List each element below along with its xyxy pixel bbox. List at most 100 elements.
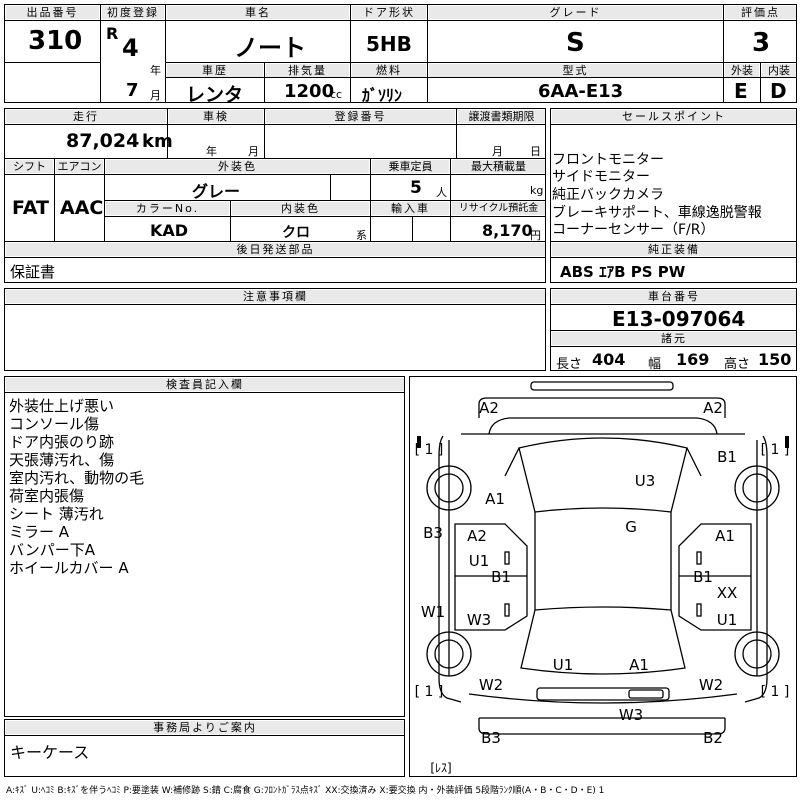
recycle-label: リサイクル預託金 [452,202,545,215]
insp-month-unit: 月 [248,145,259,158]
damage-mark: U3 [635,472,656,490]
damage-mark: U1 [553,656,574,674]
damage-mark: XX [717,584,738,602]
divider [4,174,546,175]
tire-mark: [ 1 ] [415,442,444,458]
int-color-label: 内装色 [232,202,369,215]
ext-color-label: 外装色 [106,160,369,173]
mileage-unit: km [142,131,173,152]
recycle-deposit: 8,170 [482,221,533,240]
capacity-unit: 人 [436,186,447,199]
divider [412,216,413,241]
damage-mark: A1 [485,490,505,508]
damage-mark: W3 [467,611,491,629]
divider [264,62,265,103]
equipment: ABS ｴｱB PS PW [560,263,686,281]
tire-mark: [ 1 ] [761,442,790,458]
displacement-label: 排気量 [266,64,349,77]
sales-point-label: セールスポイント [552,110,796,123]
divider [4,158,546,159]
ac-label: エアコン [56,160,103,173]
capacity: 5 [410,178,422,198]
divider [100,20,797,21]
divider [104,216,546,217]
divider [723,4,724,103]
height-label: 高さ [724,357,751,372]
sales-point-2: サイドモニター [552,169,650,185]
divider [427,4,428,103]
reg-month: 7 [126,80,139,101]
insp-year-unit: 年 [206,145,217,158]
divider [230,200,231,241]
inspector-line-4: 天張薄汚れ、傷 [9,451,115,469]
fuel-label: 燃料 [352,64,426,77]
damage-mark: B3 [423,524,443,542]
chassis-number: E13-097064 [612,307,746,331]
ext-label: 外装 [725,64,759,77]
divider [4,241,546,242]
grade-label: グレード [429,6,722,19]
year-unit: 年 [150,64,161,77]
divider [4,20,100,21]
divider [550,241,797,242]
divider [550,257,797,258]
displacement: 1200 [284,81,335,102]
divider [550,330,797,331]
int-grade: D [770,79,787,103]
damage-mark: U1 [469,552,490,570]
inspector-line-9: バンパー下A [9,541,96,559]
sales-point-1: フロントモニター [552,152,664,168]
divider [165,62,797,63]
import-label: 輸入車 [372,202,449,215]
recycle-unit: 円 [530,229,541,242]
divider [4,392,405,393]
car-diagram-block [409,376,797,777]
legend: A:ｷｽﾞ U:ﾍｺﾐ B:ｷｽﾞを伴うﾍｺﾐ P:要塗装 W:補修跡 S:錆 … [6,786,605,796]
length-label: 長さ [556,357,583,372]
divider [100,4,101,103]
mileage-label: 走行 [6,110,166,123]
sales-point-block [550,108,797,283]
divider [370,158,371,241]
divider [4,304,546,305]
damage-mark: W1 [421,603,445,621]
inspector-line-3: ドア内張のり跡 [9,433,115,451]
damage-mark: W2 [479,676,503,694]
color-no: KAD [150,221,189,240]
chassis-block [550,288,797,371]
height: 150 [758,350,792,369]
damage-mark: W2 [699,676,723,694]
damage-mark: A2 [467,527,487,545]
shift: FAT [12,197,49,219]
divider [350,4,351,103]
divider [165,4,166,62]
width-label: 幅 [648,357,662,372]
divider [167,108,168,158]
sales-point-3: 純正バックカメラ [552,187,664,203]
era: R [106,24,119,43]
damage-mark: A1 [715,527,735,545]
damage-mark: W3 [619,706,643,724]
divider [4,735,405,736]
transfer-month-unit: 月 [492,145,503,158]
reg-no-label: 登録番号 [266,110,455,123]
length: 404 [592,350,626,369]
inspector-line-5: 室内汚れ、動物の毛 [9,469,145,487]
divider [4,257,546,258]
inspector-line-7: シート 薄汚れ [9,505,104,523]
damage-mark: G [625,518,637,536]
reg-year: 4 [122,34,139,62]
first-reg-label: 初度登録 [102,6,164,19]
mileage: 87,024 [66,130,140,152]
int-color-unit: 系 [356,229,367,242]
grade: S [566,28,585,58]
spare-tire-mark: [ﾚｽ] [430,761,451,775]
inspector-line-8: ミラー A [9,523,70,541]
score: 3 [752,28,771,58]
inspector-line-1: 外装仕上げ悪い [9,397,115,415]
header-block [4,4,797,103]
office-label: 事務局よりご案内 [6,721,404,734]
divider [165,62,166,103]
inspector-line-6: 荷室内張傷 [9,487,85,505]
